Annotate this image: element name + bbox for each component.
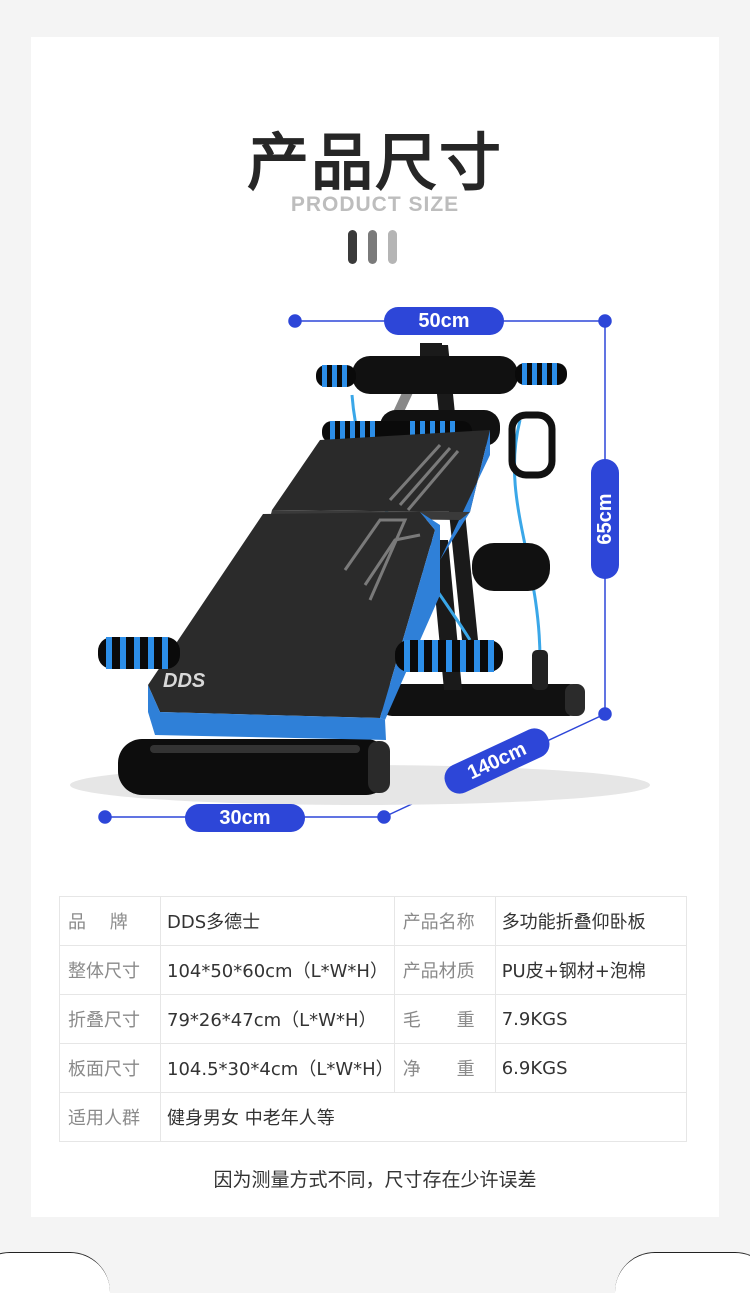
spec-label: 净 重 xyxy=(393,1043,496,1093)
spec-value: 6.9KGS xyxy=(494,1043,688,1093)
spec-value: 104.5*30*4cm（L*W*H） xyxy=(160,1043,395,1093)
height-dimension-tag: 65cm xyxy=(591,459,619,579)
spec-label: 产品材质 xyxy=(393,945,496,995)
measurement-note: 因为测量方式不同，尺寸存在少许误差 xyxy=(213,1169,537,1191)
spec-value: PU皮+钢材+泡棉 xyxy=(494,945,688,995)
spec-label: 毛 重 xyxy=(393,994,496,1044)
spec-label: 板面尺寸 xyxy=(59,1043,161,1093)
spec-label: 适用人群 xyxy=(59,1092,161,1142)
table-row: 板面尺寸 104.5*30*4cm（L*W*H） 净 重 6.9KGS xyxy=(59,1043,688,1093)
spec-value: 79*26*47cm（L*W*H） xyxy=(160,994,395,1044)
spec-value: 健身男女 中老年人等 xyxy=(160,1092,687,1142)
spec-table: 品 牌 DDS多德士 产品名称 多功能折叠仰卧板 整体尺寸 104*50*60c… xyxy=(59,896,688,1142)
table-row: 适用人群 健身男女 中老年人等 xyxy=(59,1092,687,1142)
spec-value: 7.9KGS xyxy=(494,994,688,1044)
bottom-tab-right xyxy=(615,1252,750,1293)
spec-label: 产品名称 xyxy=(393,896,496,946)
situp-bench-illustration: DDS xyxy=(70,314,650,824)
product-figure: DDS 50cm 65cm 140cm 30cm xyxy=(0,295,750,850)
product-logo: DDS xyxy=(163,670,206,692)
page-title: 产品尺寸 xyxy=(246,126,503,199)
decor-bar-mid xyxy=(368,230,377,264)
spec-value: 多功能折叠仰卧板 xyxy=(494,896,688,946)
decor-bars xyxy=(346,230,406,264)
decor-bar-light xyxy=(388,230,397,264)
spec-label: 品 牌 xyxy=(59,896,161,946)
table-row: 整体尺寸 104*50*60cm（L*W*H） 产品材质 PU皮+钢材+泡棉 xyxy=(59,945,688,995)
page-subtitle: PRODUCT SIZE xyxy=(290,193,460,216)
table-row: 折叠尺寸 79*26*47cm（L*W*H） 毛 重 7.9KGS xyxy=(59,994,688,1044)
spec-value: DDS多德士 xyxy=(160,896,395,946)
spec-label: 折叠尺寸 xyxy=(59,994,161,1044)
spec-value: 104*50*60cm（L*W*H） xyxy=(160,945,395,995)
bottom-tab-left xyxy=(0,1252,110,1293)
height-dimension-label: 65cm xyxy=(594,493,616,545)
decor-bar-dark xyxy=(348,230,357,264)
seat-width-dimension-tag: 30cm xyxy=(185,804,305,832)
table-row: 品 牌 DDS多德士 产品名称 多功能折叠仰卧板 xyxy=(59,896,688,946)
width-dimension-tag: 50cm xyxy=(384,307,504,335)
spec-label: 整体尺寸 xyxy=(59,945,161,995)
